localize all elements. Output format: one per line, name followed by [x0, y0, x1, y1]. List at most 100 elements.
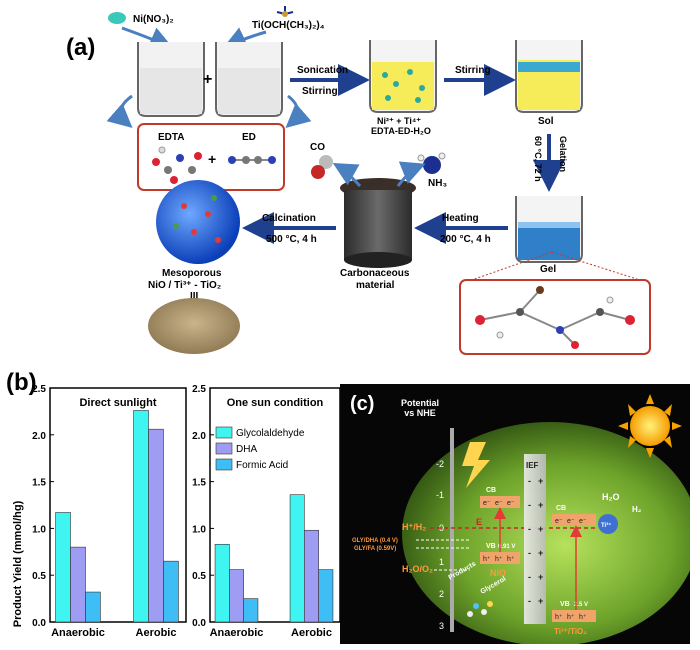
chart-2-bar-aerobic-1 [304, 529, 319, 623]
nio-holes: h⁺ h⁺ h⁺ [483, 556, 515, 563]
ef-label: E [476, 517, 482, 527]
ed-label: ED [242, 132, 256, 143]
product-photo [148, 298, 240, 354]
gly-dha-label: GLY/DHA (0.4 V) [352, 538, 398, 544]
svg-text:+: + [538, 524, 543, 534]
nio-hole-3: h⁺ [507, 556, 515, 563]
legend-swatch-1 [215, 442, 233, 455]
sun-icon [618, 394, 682, 458]
tio2-electron-1: e⁻ [555, 518, 563, 525]
stirring-label-1: Stirring [302, 86, 338, 97]
panel-c-band-diagram: Potential vs NHE -2 -1 0 1 2 3 H⁺/H₂ GLY… [340, 384, 690, 644]
tio2-electron-3: e⁻ [579, 518, 587, 525]
panel-a-label: (a) [66, 34, 95, 61]
svg-text:-: - [528, 524, 531, 534]
chart-2-bar-anaerobic-1 [229, 569, 244, 623]
h2o-label: H₂O [602, 492, 620, 502]
chart-1-ytick-label: 1.5 [32, 478, 46, 489]
sol-label: Sol [538, 116, 554, 127]
panel-a-scheme: (a) Ni(NO₃)₂ Ti(OCH(CH₃)₂)₄ + Sonication… [66, 6, 651, 355]
tio2-holes: h⁺ h⁺ h⁺ [555, 614, 587, 621]
h-plus-label: H⁺/H₂ [402, 522, 426, 532]
beaker-2 [215, 42, 283, 117]
legend-label-0: Glycolaldehyde [236, 428, 305, 439]
plus-sign-2: + [208, 151, 216, 167]
svg-text:+: + [538, 548, 543, 558]
potential-tick-2: -1 [436, 490, 444, 500]
h2-label: H₂ [632, 505, 642, 514]
mesoporous-sphere-icon [156, 180, 240, 264]
chart-2-bar-aerobic-0 [289, 494, 305, 623]
chart-2-ytick-label: 2.5 [192, 384, 206, 395]
product-label-2: NiO / Ti³⁺ - TiO₂ [148, 280, 221, 291]
tio2-hole-2: h⁺ [567, 614, 575, 621]
glycerol-molecule-icon [467, 601, 493, 617]
co-label: CO [310, 142, 325, 153]
legend-label-1: DHA [236, 444, 257, 455]
ed-molecule-icon [228, 156, 276, 164]
beaker-1 [137, 42, 205, 117]
chart-2-title: One sun condition [227, 397, 324, 409]
nio-cb-label: CB [486, 487, 496, 494]
chart-2-ytick-label: 1.5 [192, 478, 206, 489]
edta-label: EDTA [158, 132, 184, 143]
panel-b-bar-charts: (b) Product Yield (mmol/hg) 0.00.51.01.5… [6, 369, 341, 639]
gelation-label: Gelation [558, 136, 568, 172]
tio2-electron-2: e⁻ [567, 518, 575, 525]
reagent-ni-label: Ni(NO₃)₂ [133, 14, 174, 25]
chart-2-bar-anaerobic-0 [214, 544, 230, 623]
nh3-release-arrow [396, 161, 426, 187]
legend-swatch-0 [215, 426, 233, 439]
potential-axis-title-1: Potential [401, 398, 439, 408]
tio2-label: Ti³⁺/TiO₂ [554, 627, 587, 636]
ief-column [524, 454, 546, 624]
beaker-mixture [369, 40, 437, 113]
tio2-cb-band [552, 514, 596, 526]
potential-tick-6: 3 [439, 621, 444, 631]
nio-hole-1: h⁺ [483, 556, 491, 563]
nio-electron-3: e⁻ [507, 500, 515, 507]
chart-1-xtick-label: Anaerobic [51, 627, 105, 639]
chart-1-ytick-label: 0.0 [32, 618, 46, 629]
ti3-sphere-icon [598, 514, 618, 534]
chart-2-xtick-label: Aerobic [291, 627, 332, 639]
legend-label-2: Formic Acid [236, 460, 288, 471]
chart-2-ytick-label: 2.0 [192, 431, 206, 442]
nio-electrons: e⁻ e⁻ e⁻ [483, 500, 515, 507]
carbon-label-1: Carbonaceous [340, 268, 410, 279]
nio-vb-value: 0.91 V [498, 544, 515, 550]
recycle-arrow-left [106, 94, 133, 128]
chart-2-ytick-label: 0.5 [192, 571, 206, 582]
ti-precursor-icon [276, 6, 294, 17]
chart-2-bar-aerobic-2 [318, 569, 334, 623]
tio2-vb-value: 2.5 V [574, 602, 588, 608]
nio-label: NiO [490, 568, 506, 578]
nh3-molecule-icon [423, 156, 441, 174]
heating-cond: 200 °C, 4 h [440, 234, 491, 245]
co-release-arrow [332, 163, 362, 188]
svg-text:+: + [538, 572, 543, 582]
nio-electron-2: e⁻ [495, 500, 503, 507]
product-label-1: Mesoporous [162, 268, 222, 279]
carbonaceous-pot-icon [340, 178, 416, 268]
co-molecule-carbon [319, 155, 333, 169]
potential-tick-3: 0 [439, 523, 444, 533]
carbon-label-2: material [356, 280, 395, 291]
chart-1-bar-anaerobic-0 [55, 512, 71, 623]
svg-text:-: - [528, 572, 531, 582]
chart-2-xtick-label: Anaerobic [210, 627, 264, 639]
sonication-label: Sonication [297, 65, 348, 76]
reagent-ti-label: Ti(OCH(CH₃)₂)₄ [252, 20, 325, 31]
chart-1-ytick-label: 0.5 [32, 571, 46, 582]
nio-vb-band [480, 552, 520, 564]
chart-1-bar-anaerobic-2 [85, 591, 101, 623]
panel-c-label: (c) [350, 393, 374, 415]
ni-nitrate-icon [108, 12, 126, 24]
lightning-icon [462, 442, 490, 488]
gelation-cond: 60 °C, 72 h [533, 136, 543, 182]
potential-tick-4: 1 [439, 557, 444, 567]
chart-b-ylabel: Product Yield (mmol/hg) [12, 500, 24, 627]
tio2-cb-label: CB [556, 505, 566, 512]
tio2-vb-label: VB [560, 601, 570, 608]
gel-molecule-icon [475, 286, 635, 349]
